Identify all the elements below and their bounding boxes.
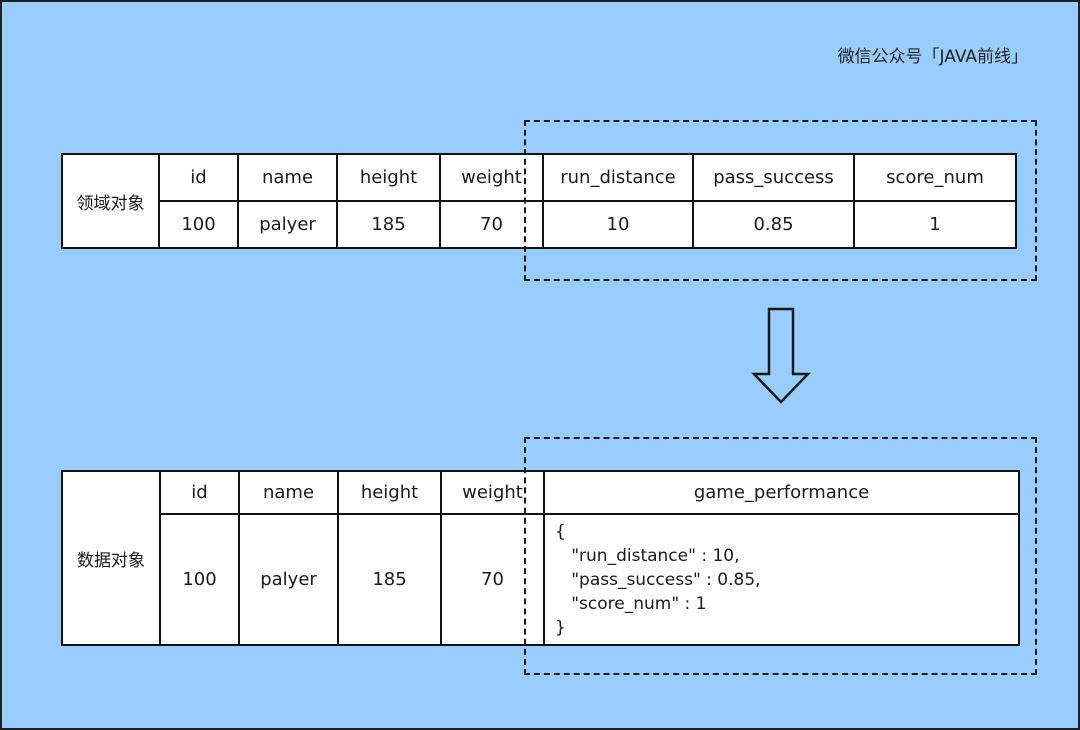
json-line: "score_num" : 1 <box>555 593 707 614</box>
domain-value-cell: 0.85 <box>692 200 855 249</box>
domain-header-cell: id <box>158 153 239 202</box>
domain-header-cell: score_num <box>853 153 1017 202</box>
domain-object-table: 领域对象 id name height weight run_distance … <box>61 153 1017 249</box>
data-value-cell: 100 <box>159 513 240 646</box>
data-object-table: 数据对象 id name height weight game_performa… <box>61 470 1020 646</box>
json-line: } <box>555 617 566 638</box>
domain-value-cell: 1 <box>853 200 1017 249</box>
data-header-cell: height <box>337 470 442 515</box>
game-performance-json-cell: { "run_distance" : 10, "pass_success" : … <box>543 513 1020 646</box>
data-header-cell: name <box>238 470 339 515</box>
data-value-cell: 185 <box>337 513 442 646</box>
domain-value-cell: 70 <box>439 200 544 249</box>
domain-value-cell: 100 <box>158 200 239 249</box>
domain-value-cell: 185 <box>336 200 441 249</box>
domain-value-cell: 10 <box>542 200 694 249</box>
domain-header-cell: weight <box>439 153 544 202</box>
data-value-row: 100 palyer 185 70 { "run_distance" : 10,… <box>62 513 1020 646</box>
domain-header-cell: height <box>336 153 441 202</box>
data-header-row: 数据对象 id name height weight game_performa… <box>61 470 1020 646</box>
domain-row-label: 领域对象 <box>61 153 160 249</box>
data-value-cell: palyer <box>238 513 339 646</box>
data-header-cell: weight <box>440 470 545 515</box>
domain-header-row: 领域对象 id name height weight run_distance … <box>61 153 1017 249</box>
watermark-text: 微信公众号「JAVA前线」 <box>837 47 1028 67</box>
domain-value-cell: palyer <box>237 200 338 249</box>
data-header-cell: id <box>159 470 240 515</box>
data-header-cell: game_performance <box>543 470 1020 515</box>
json-line: "pass_success" : 0.85, <box>555 569 761 590</box>
json-line: { <box>555 521 566 542</box>
down-arrow-icon <box>751 307 811 404</box>
data-row-label: 数据对象 <box>61 470 161 646</box>
domain-header-cell: pass_success <box>692 153 855 202</box>
domain-header-cell: run_distance <box>542 153 694 202</box>
data-value-cell: 70 <box>440 513 545 646</box>
json-line: "run_distance" : 10, <box>555 545 740 566</box>
domain-value-row: 100 palyer 185 70 10 0.85 1 <box>62 200 1017 249</box>
domain-header-cell: name <box>237 153 338 202</box>
